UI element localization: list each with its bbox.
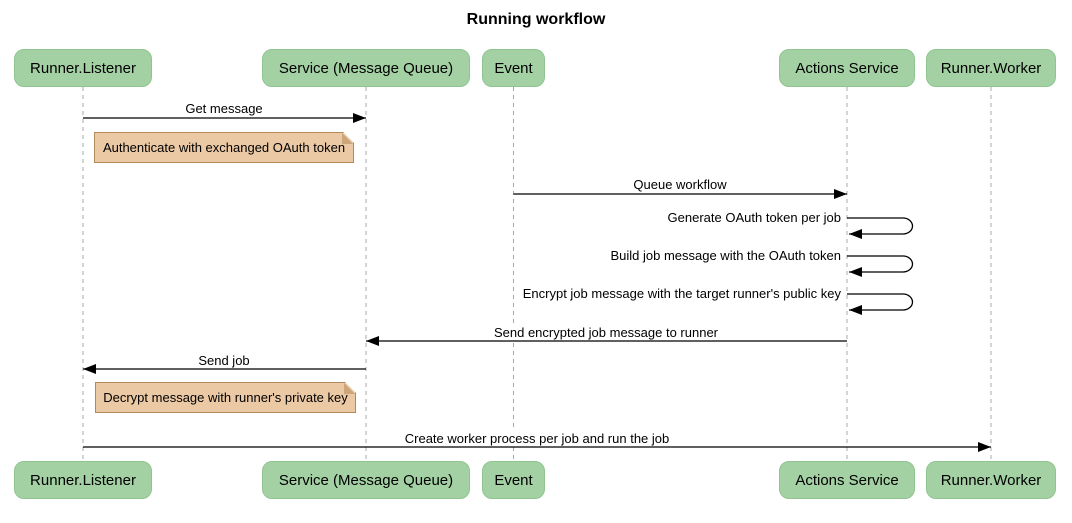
participant-label: Service (Message Queue) xyxy=(278,471,454,489)
self-loop-build-job-message xyxy=(847,255,914,277)
message-label-send-encrypted-job: Send encrypted job message to runner xyxy=(491,325,721,340)
participant-top-service-message-queue: Service (Message Queue) xyxy=(262,49,470,87)
note-fold-icon xyxy=(344,383,355,394)
note-text: Decrypt message with runner's private ke… xyxy=(103,390,348,405)
self-loop-generate-oauth-token xyxy=(847,217,914,239)
self-loop-encrypt-job-message xyxy=(847,293,914,315)
diagram-title: Running workflow xyxy=(466,11,606,28)
participant-top-event: Event xyxy=(482,49,545,87)
participant-label: Actions Service xyxy=(795,59,899,77)
message-label-send-job: Send job xyxy=(196,353,252,368)
participant-bottom-runner-listener: Runner.Listener xyxy=(14,461,152,499)
message-label-create-worker-process: Create worker process per job and run th… xyxy=(402,431,672,446)
message-label-build-job-message: Build job message with the OAuth token xyxy=(608,248,843,263)
note-text: Authenticate with exchanged OAuth token xyxy=(102,140,346,155)
participant-label: Actions Service xyxy=(795,471,899,489)
participant-top-actions-service: Actions Service xyxy=(779,49,915,87)
participant-label: Service (Message Queue) xyxy=(278,59,454,77)
participant-bottom-service-message-queue: Service (Message Queue) xyxy=(262,461,470,499)
participant-top-runner-listener: Runner.Listener xyxy=(14,49,152,87)
note-fold-icon xyxy=(342,133,353,144)
message-label-generate-oauth-token: Generate OAuth token per job xyxy=(665,210,843,225)
participant-label: Event xyxy=(494,59,533,77)
participant-label: Runner.Worker xyxy=(940,471,1042,489)
participant-label: Event xyxy=(494,471,533,489)
note-authenticate-oauth: Authenticate with exchanged OAuth token xyxy=(94,132,354,163)
message-label-encrypt-job-message: Encrypt job message with the target runn… xyxy=(520,286,843,301)
message-label-get-message: Get message xyxy=(183,101,265,116)
participant-label: Runner.Worker xyxy=(940,59,1042,77)
participant-bottom-actions-service: Actions Service xyxy=(779,461,915,499)
message-label-queue-workflow: Queue workflow xyxy=(631,177,729,192)
participant-top-runner-worker: Runner.Worker xyxy=(926,49,1056,87)
participant-label: Runner.Listener xyxy=(30,59,136,77)
note-decrypt-private-key: Decrypt message with runner's private ke… xyxy=(95,382,356,413)
participant-label: Runner.Listener xyxy=(30,471,136,489)
participant-bottom-event: Event xyxy=(482,461,545,499)
participant-bottom-runner-worker: Runner.Worker xyxy=(926,461,1056,499)
